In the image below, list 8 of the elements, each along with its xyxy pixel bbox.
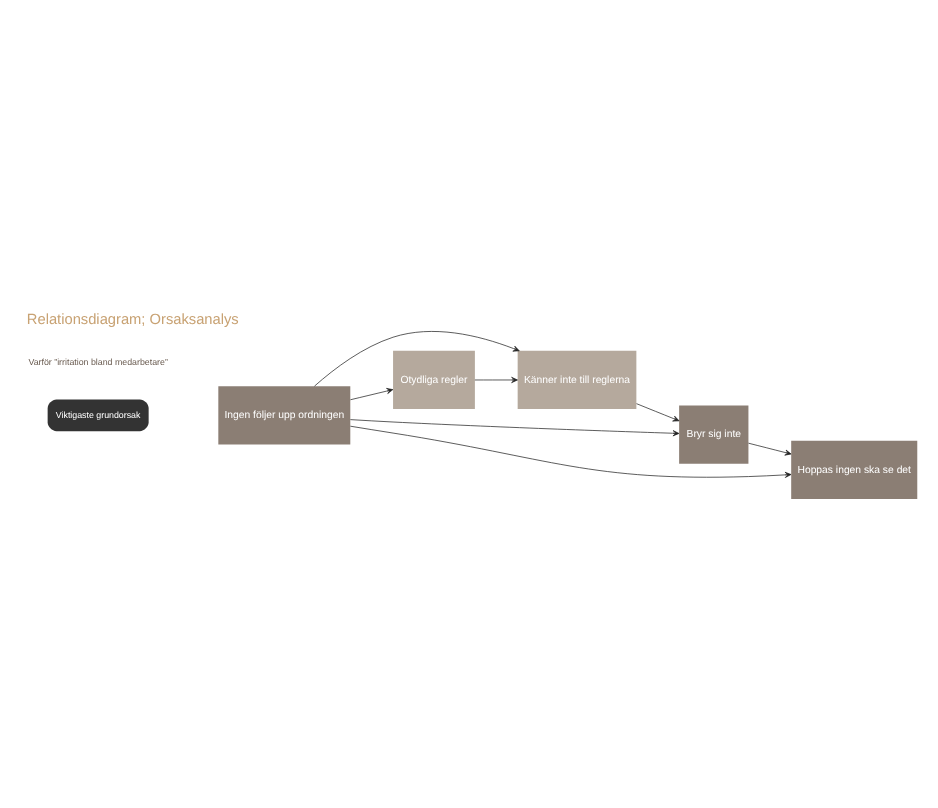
arrow <box>350 425 792 478</box>
arrow <box>474 376 518 383</box>
arrow <box>314 331 520 387</box>
arrow <box>350 419 680 437</box>
arrow <box>636 403 680 422</box>
arrow <box>748 442 792 456</box>
arrow <box>350 388 394 401</box>
diagram-title: Relationsdiagram; Orsaksanalys <box>26 309 239 328</box>
